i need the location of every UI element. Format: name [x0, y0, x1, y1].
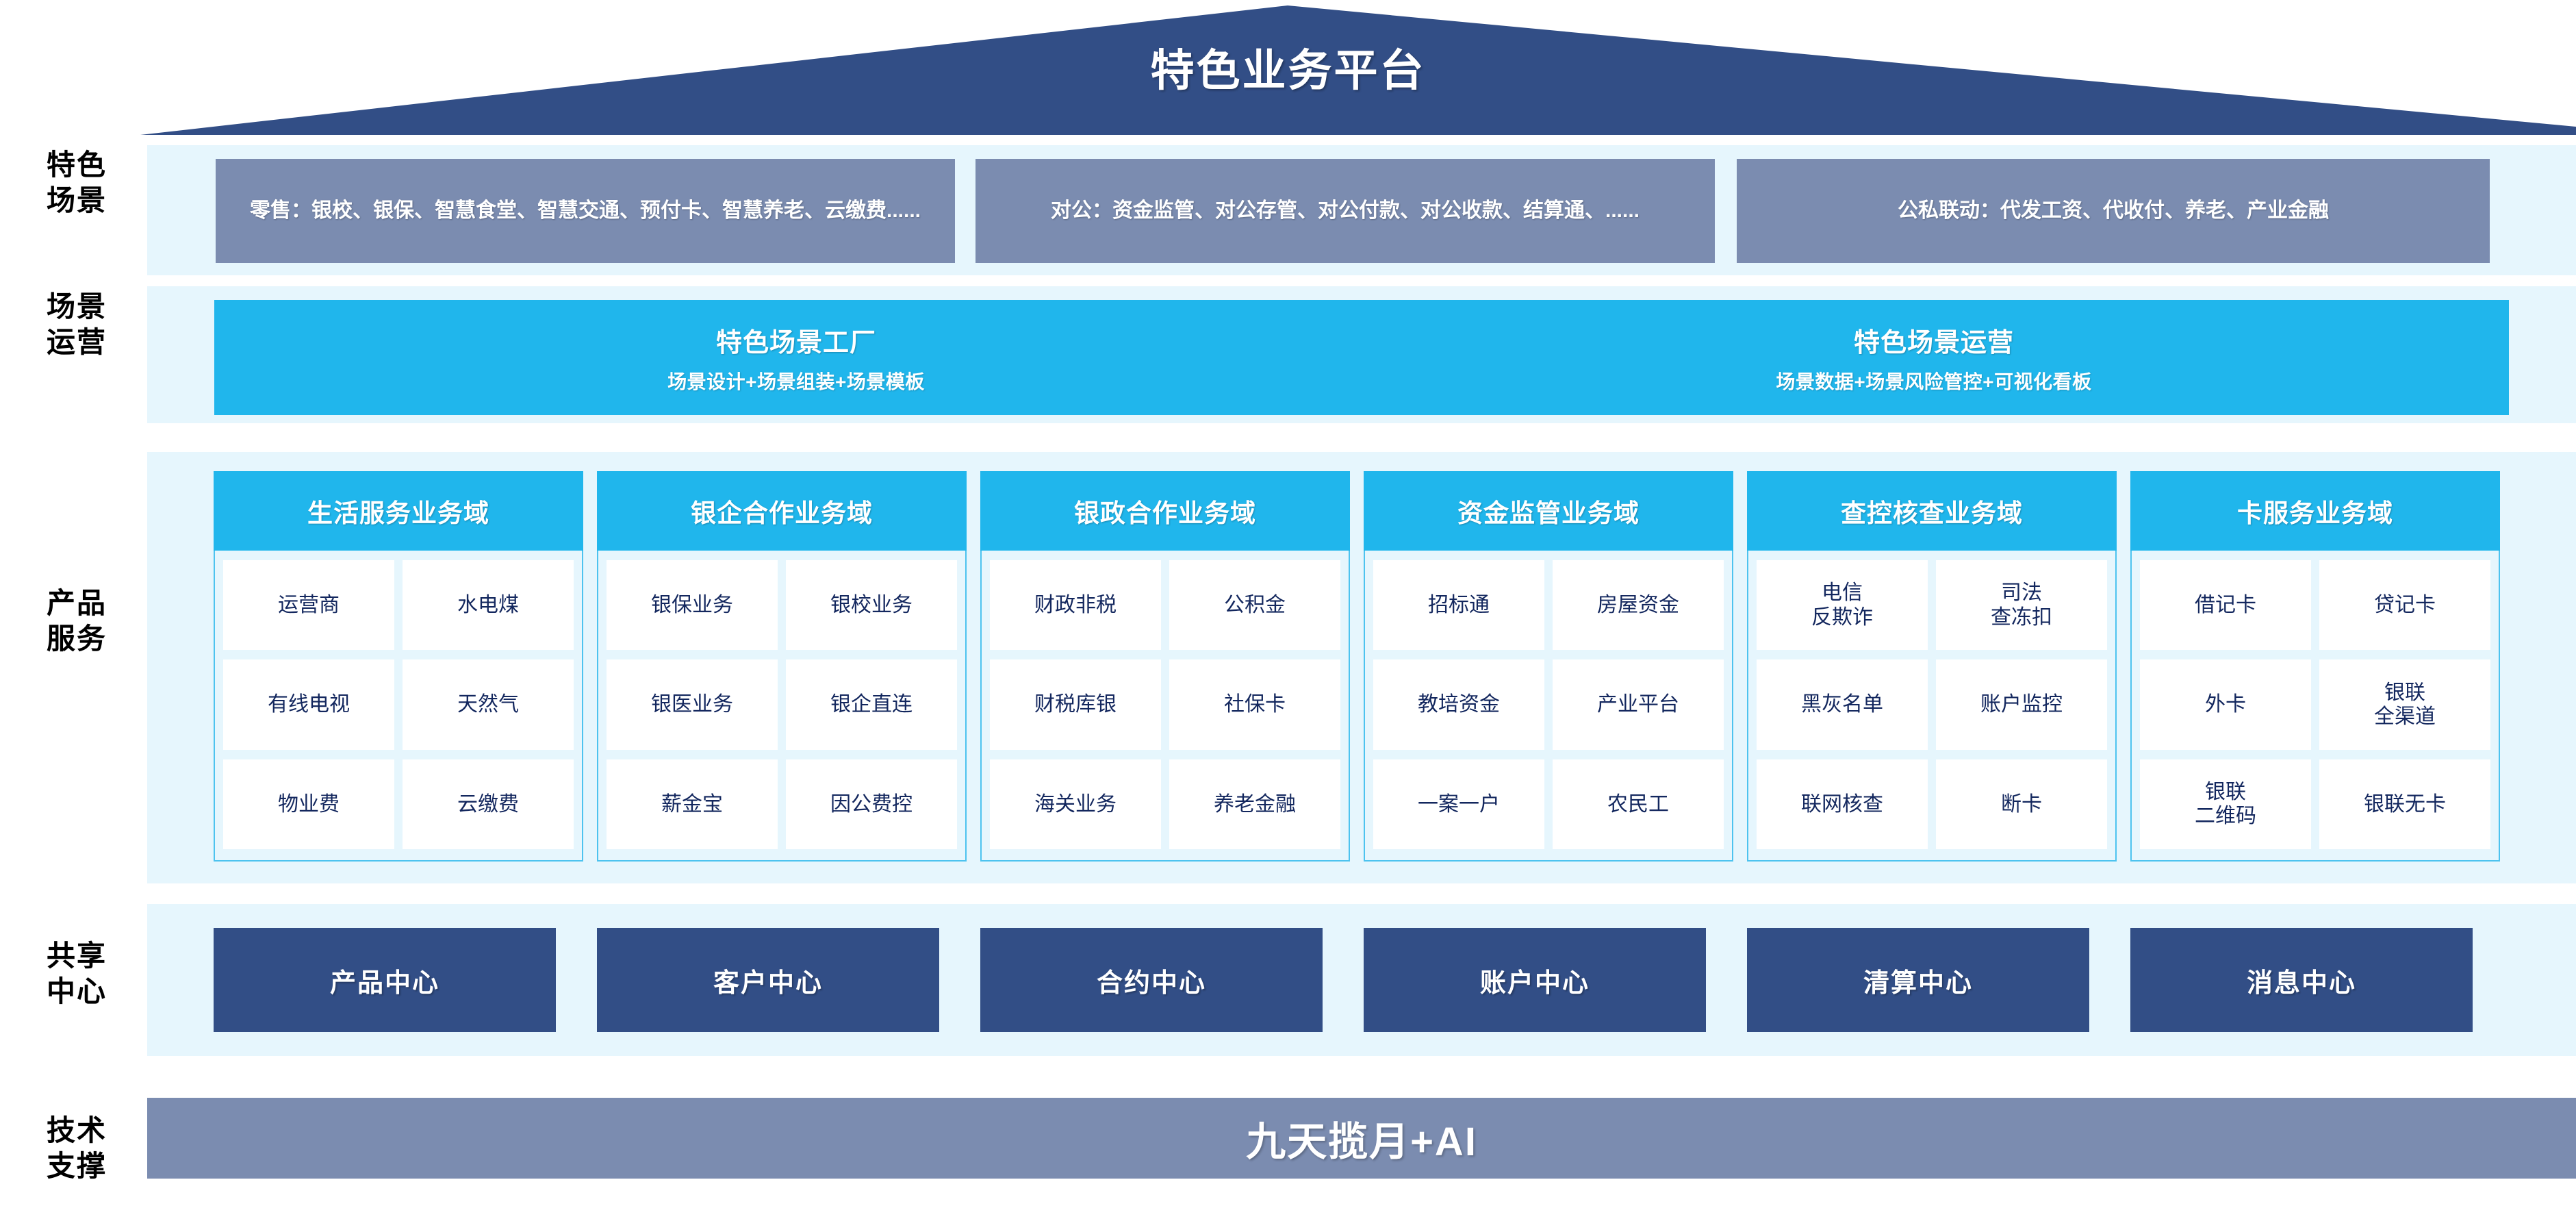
domain-title: 生活服务业务域: [214, 471, 583, 551]
domain-cell[interactable]: 银企直连: [786, 659, 957, 750]
domain-cell[interactable]: 账户监控: [1936, 659, 2107, 750]
shared-center-clearing[interactable]: 清算中心: [1747, 928, 2089, 1032]
domain-cell-grid: 电信 反欺诈 司法 查冻扣 黑灰名单 账户监控 联网核查 断卡: [1747, 551, 2117, 862]
operation-subtitle: 场景数据+场景风险管控+可视化看板: [1776, 370, 2092, 392]
domain-cell[interactable]: 借记卡: [2140, 560, 2311, 651]
domain-cell[interactable]: 贷记卡: [2319, 560, 2490, 651]
domain-cell[interactable]: 黑灰名单: [1757, 659, 1928, 750]
domain-title: 银企合作业务域: [597, 471, 967, 551]
domain-column-investigation-control[interactable]: 查控核查业务域 电信 反欺诈 司法 查冻扣 黑灰名单 账户监控 联网核查 断卡: [1747, 471, 2117, 862]
scenario-box-retail[interactable]: 零售：银校、银保、智慧食堂、智慧交通、预付卡、智慧养老、云缴费......: [216, 159, 955, 263]
domain-cell[interactable]: 财税库银: [990, 659, 1161, 750]
domain-column-life-service[interactable]: 生活服务业务域 运营商 水电煤 有线电视 天然气 物业费 云缴费: [214, 471, 583, 862]
domain-cell-grid: 运营商 水电煤 有线电视 天然气 物业费 云缴费: [214, 551, 583, 862]
domain-cell[interactable]: 银联 全渠道: [2319, 659, 2490, 750]
domain-cell[interactable]: 农民工: [1553, 759, 1724, 849]
domain-cell[interactable]: 银联无卡: [2319, 759, 2490, 849]
domain-cell-grid: 财政非税 公积金 财税库银 社保卡 海关业务 养老金融: [980, 551, 1350, 862]
domain-cell[interactable]: 云缴费: [403, 759, 574, 849]
domain-cell[interactable]: 司法 查冻扣: [1936, 560, 2107, 651]
operation-box-scene-factory[interactable]: 特色场景工厂 场景设计+场景组装+场景模板: [214, 300, 1378, 415]
domain-cell[interactable]: 银医业务: [607, 659, 778, 750]
domain-cell-grid: 招标通 房屋资金 教培资金 产业平台 一案一户 农民工: [1364, 551, 1733, 862]
rail-label-scenario: 特色 场景: [46, 149, 107, 217]
domain-column-card-service[interactable]: 卡服务业务域 借记卡 贷记卡 外卡 银联 全渠道 银联 二维码 银联无卡: [2130, 471, 2500, 862]
domain-cell[interactable]: 产业平台: [1553, 659, 1724, 750]
domain-cell[interactable]: 海关业务: [990, 759, 1161, 849]
domain-column-fund-supervision[interactable]: 资金监管业务域 招标通 房屋资金 教培资金 产业平台 一案一户 农民工: [1364, 471, 1733, 862]
domain-cell[interactable]: 银联 二维码: [2140, 759, 2311, 849]
domain-cell-grid: 借记卡 贷记卡 外卡 银联 全渠道 银联 二维码 银联无卡: [2130, 551, 2500, 862]
domain-title: 查控核查业务域: [1747, 471, 2117, 551]
rail-label-operation: 场景 运营: [46, 290, 107, 359]
shared-center-product[interactable]: 产品中心: [214, 928, 556, 1032]
domain-cell[interactable]: 房屋资金: [1553, 560, 1724, 651]
domain-cell[interactable]: 联网核查: [1757, 759, 1928, 849]
domain-title: 卡服务业务域: [2130, 471, 2500, 551]
domain-cell[interactable]: 薪金宝: [607, 759, 778, 849]
rail-label-tech: 技术 支撑: [46, 1114, 107, 1183]
domain-cell[interactable]: 电信 反欺诈: [1757, 560, 1928, 651]
scenario-box-public-private[interactable]: 公私联动：代发工资、代收付、养老、产业金融: [1737, 159, 2490, 263]
domain-cell[interactable]: 外卡: [2140, 659, 2311, 750]
domain-cell[interactable]: 物业费: [223, 759, 394, 849]
domain-cell[interactable]: 有线电视: [223, 659, 394, 750]
shared-center-contract[interactable]: 合约中心: [980, 928, 1323, 1032]
domain-cell[interactable]: 断卡: [1936, 759, 2107, 849]
shared-center-customer[interactable]: 客户中心: [597, 928, 939, 1032]
rail-label-shared: 共享 中心: [46, 940, 107, 1008]
tech-support-bar[interactable]: 九天揽月+AI: [147, 1098, 2576, 1179]
operation-subtitle: 场景设计+场景组装+场景模板: [667, 370, 925, 392]
shared-center-message[interactable]: 消息中心: [2130, 928, 2473, 1032]
operation-box-scene-operation[interactable]: 特色场景运营 场景数据+场景风险管控+可视化看板: [1359, 300, 2509, 415]
domain-cell[interactable]: 公积金: [1169, 560, 1340, 651]
domain-cell-grid: 银保业务 银校业务 银医业务 银企直连 薪金宝 因公费控: [597, 551, 967, 862]
platform-header: 特色业务平台: [0, 0, 2576, 140]
domain-cell[interactable]: 银校业务: [786, 560, 957, 651]
operation-title: 特色场景运营: [1853, 328, 2014, 357]
domain-cell[interactable]: 运营商: [223, 560, 394, 651]
rail-label-product: 产品 服务: [46, 587, 107, 655]
page-title: 特色业务平台: [1150, 46, 1426, 95]
domain-cell[interactable]: 银保业务: [607, 560, 778, 651]
domain-cell[interactable]: 教培资金: [1373, 659, 1544, 750]
domain-title: 银政合作业务域: [980, 471, 1350, 551]
scenario-box-corporate[interactable]: 对公：资金监管、对公存管、对公付款、对公收款、结算通、......: [975, 159, 1715, 263]
domain-cell[interactable]: 招标通: [1373, 560, 1544, 651]
domain-cell[interactable]: 财政非税: [990, 560, 1161, 651]
domain-cell[interactable]: 社保卡: [1169, 659, 1340, 750]
domain-title: 资金监管业务域: [1364, 471, 1733, 551]
domain-cell[interactable]: 养老金融: [1169, 759, 1340, 849]
operation-title: 特色场景工厂: [715, 328, 876, 357]
domain-cell[interactable]: 天然气: [403, 659, 574, 750]
shared-center-account[interactable]: 账户中心: [1364, 928, 1706, 1032]
domain-column-bank-enterprise[interactable]: 银企合作业务域 银保业务 银校业务 银医业务 银企直连 薪金宝 因公费控: [597, 471, 967, 862]
domain-cell[interactable]: 水电煤: [403, 560, 574, 651]
domain-cell[interactable]: 因公费控: [786, 759, 957, 849]
roof-shape-icon: [140, 5, 2576, 135]
domain-column-bank-government[interactable]: 银政合作业务域 财政非税 公积金 财税库银 社保卡 海关业务 养老金融: [980, 471, 1350, 862]
domain-cell[interactable]: 一案一户: [1373, 759, 1544, 849]
